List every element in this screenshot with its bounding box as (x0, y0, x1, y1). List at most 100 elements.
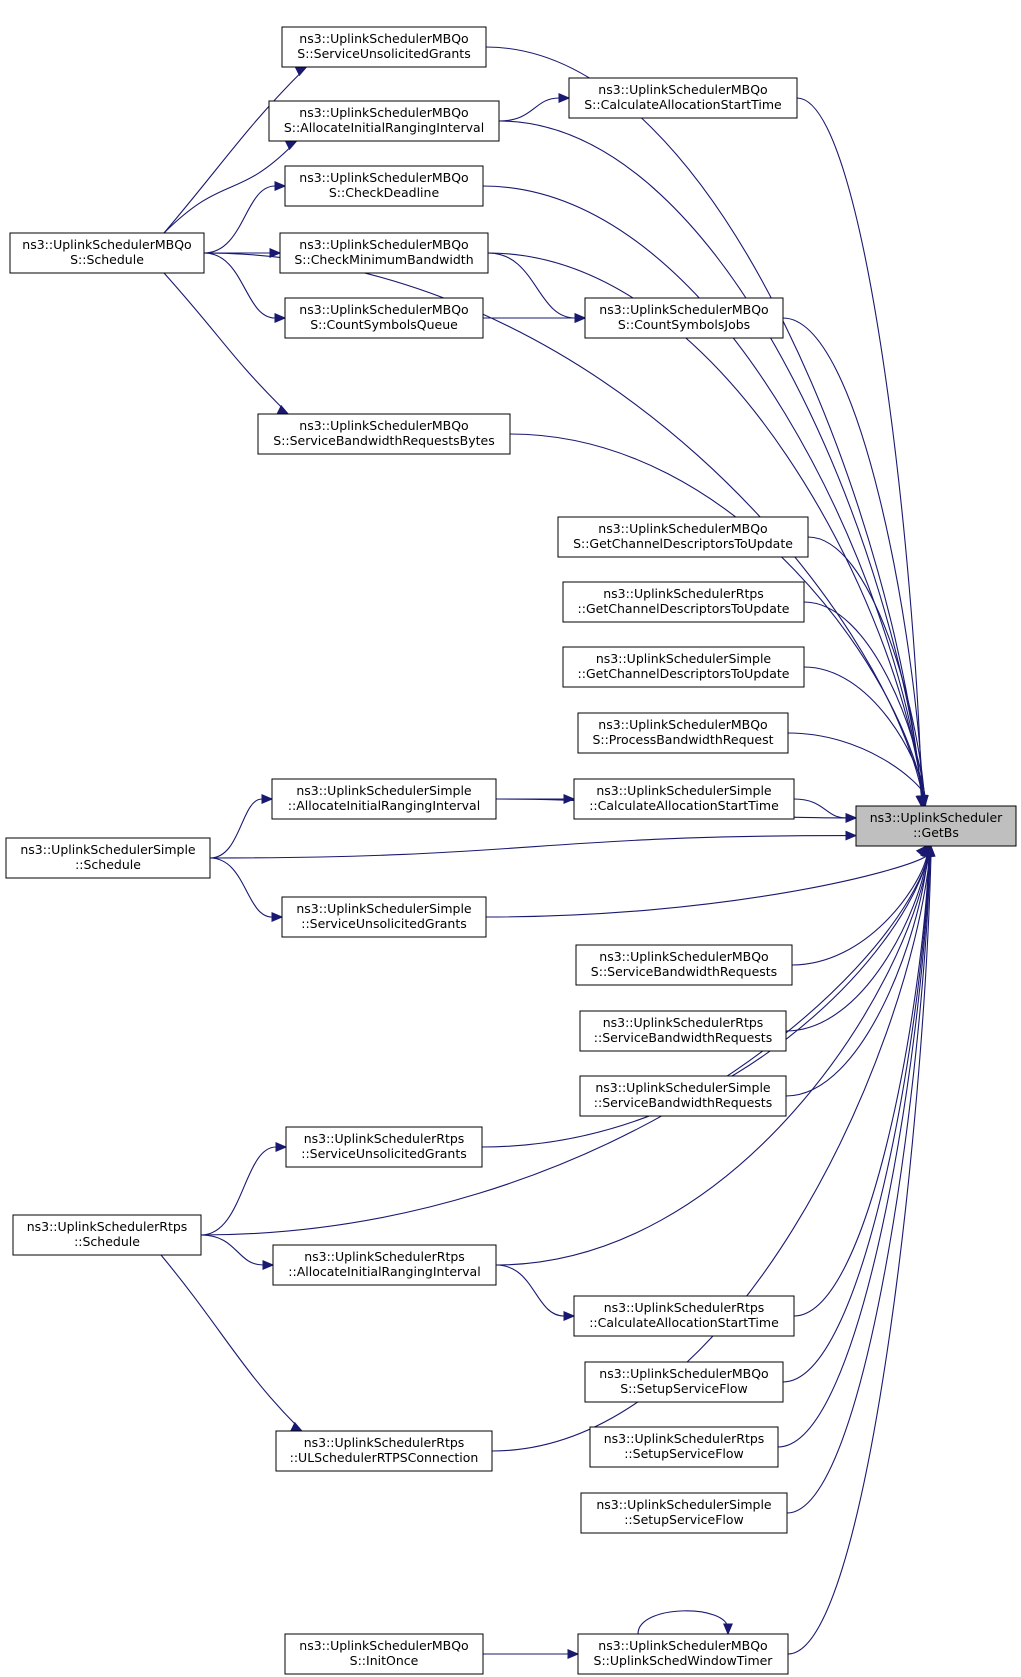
node-simple-service-unsolicited-grants[interactable]: ns3::UplinkSchedulerSimple::ServiceUnsol… (281, 896, 487, 938)
edge-simple-allocate-initial-ranging-interval-to-simple-calculate-allocation-start-time (495, 794, 576, 804)
node-box (257, 413, 511, 455)
node-label-line: ns3::UplinkSchedulerMBQo (22, 237, 191, 252)
node-label-line: S::ProcessBandwidthRequest (592, 732, 773, 747)
node-box (285, 1126, 483, 1168)
edge-simple-service-bandwidth-requests-to-get-bs (785, 844, 932, 1097)
node-label-line: ns3::UplinkSchedulerRtps (304, 1435, 465, 1450)
node-mbqos-service-bandwidth-requests-bytes[interactable]: ns3::UplinkSchedulerMBQoS::ServiceBandwi… (257, 413, 511, 455)
node-label-line: ns3::UplinkSchedulerMBQo (599, 302, 768, 317)
node-box (562, 581, 805, 623)
node-label-line: ns3::UplinkSchedulerSimple (596, 783, 772, 798)
node-box (275, 1430, 493, 1472)
node-label-line: ns3::UplinkSchedulerRtps (603, 1015, 764, 1030)
node-mbqos-setup-service-flow[interactable]: ns3::UplinkSchedulerMBQoS::SetupServiceF… (584, 1361, 784, 1403)
node-label-line: ::CalculateAllocationStartTime (589, 798, 779, 813)
node-label-line: ns3::UplinkSchedulerSimple (596, 651, 772, 666)
node-box (281, 896, 487, 938)
edge-mbqos-init-once-to-mbqos-uplink-sched-window-timer (483, 1649, 580, 1659)
node-rtps-setup-service-flow[interactable]: ns3::UplinkSchedulerRtps::SetupServiceFl… (589, 1426, 779, 1468)
node-label-line: ::AllocateInitialRangingInterval (288, 1264, 480, 1279)
node-label-line: S::SetupServiceFlow (620, 1381, 747, 1396)
edge-mbqos-calculate-allocation-start-time-to-get-bs (796, 97, 927, 808)
node-box (284, 1633, 484, 1675)
node-rtps-calculate-allocation-start-time[interactable]: ns3::UplinkSchedulerRtps::CalculateAlloc… (573, 1295, 795, 1337)
node-label-line: ::ServiceBandwidthRequests (594, 1030, 772, 1045)
edge-mbqos-schedule-to-mbqos-check-minimum-bandwidth (204, 248, 282, 258)
graph-nodes: ns3::UplinkScheduler::GetBsns3::UplinkSc… (5, 26, 1017, 1675)
node-label-line: S::GetChannelDescriptorsToUpdate (573, 536, 793, 551)
node-mbqos-count-symbols-queue[interactable]: ns3::UplinkSchedulerMBQoS::CountSymbolsQ… (284, 297, 484, 339)
node-box (577, 1633, 789, 1675)
node-rtps-schedule[interactable]: ns3::UplinkSchedulerRtps::Schedule (12, 1214, 202, 1256)
node-box (855, 805, 1017, 847)
node-label-line: ns3::UplinkSchedulerMBQo (598, 717, 767, 732)
node-label-line: ns3::UplinkSchedulerMBQo (598, 82, 767, 97)
node-label-line: ::Schedule (75, 857, 141, 872)
node-label-line: ns3::UplinkSchedulerSimple (296, 783, 472, 798)
node-box (284, 165, 484, 207)
node-box (271, 778, 497, 820)
node-box (580, 1492, 788, 1534)
edge-mbqos-allocate-initial-ranging-interval-to-mbqos-calculate-allocation-start-time (498, 93, 571, 122)
node-label-line: S::CheckDeadline (329, 185, 440, 200)
edge-simple-schedule-to-simple-allocate-initial-ranging-interval (209, 794, 274, 859)
node-label-line: S::UplinkSchedWindowTimer (594, 1653, 774, 1668)
node-label-line: ::ServiceUnsolicitedGrants (301, 1146, 467, 1161)
node-label-line: S::CountSymbolsJobs (618, 317, 750, 332)
edge-mbqos-schedule-to-mbqos-check-deadline (203, 181, 287, 254)
node-mbqos-uplink-sched-window-timer[interactable]: ns3::UplinkSchedulerMBQoS::UplinkSchedWi… (577, 1633, 789, 1675)
node-box (568, 77, 798, 119)
node-mbqos-calculate-allocation-start-time[interactable]: ns3::UplinkSchedulerMBQoS::CalculateAllo… (568, 77, 798, 119)
node-rtps-allocate-initial-ranging-interval[interactable]: ns3::UplinkSchedulerRtps::AllocateInitia… (272, 1244, 497, 1286)
node-label-line: ns3::UplinkSchedulerSimple (596, 1497, 772, 1512)
node-label-line: S::ServiceBandwidthRequests (591, 964, 777, 979)
node-box (579, 1010, 787, 1052)
node-label-line: ns3::UplinkSchedulerMBQo (299, 105, 468, 120)
node-mbqos-process-bandwidth-request[interactable]: ns3::UplinkSchedulerMBQoS::ProcessBandwi… (577, 712, 789, 754)
node-mbqos-service-unsolicited-grants[interactable]: ns3::UplinkSchedulerMBQoS::ServiceUnsoli… (281, 26, 487, 68)
node-label-line: ::Schedule (74, 1234, 140, 1249)
edge-mbqos-get-channel-descriptors-to-update-to-get-bs (807, 536, 929, 808)
node-label-line: S::Schedule (70, 252, 144, 267)
node-simple-get-channel-descriptors-to-update[interactable]: ns3::UplinkSchedulerSimple::GetChannelDe… (562, 646, 805, 688)
node-simple-allocate-initial-ranging-interval[interactable]: ns3::UplinkSchedulerSimple::AllocateInit… (271, 778, 497, 820)
node-label-line: ::GetChannelDescriptorsToUpdate (578, 601, 790, 616)
node-mbqos-allocate-initial-ranging-interval[interactable]: ns3::UplinkSchedulerMBQoS::AllocateIniti… (268, 100, 500, 142)
node-label-line: ns3::UplinkSchedulerRtps (304, 1131, 465, 1146)
node-label-line: ns3::UplinkSchedulerSimple (595, 1080, 771, 1095)
node-label-line: S::CalculateAllocationStartTime (584, 97, 782, 112)
node-label-line: S::CheckMinimumBandwidth (294, 252, 473, 267)
node-mbqos-count-symbols-jobs[interactable]: ns3::UplinkSchedulerMBQoS::CountSymbolsJ… (584, 297, 784, 339)
edge-rtps-ul-scheduler-rtps-connection-to-get-bs (491, 844, 934, 1452)
node-get-bs[interactable]: ns3::UplinkScheduler::GetBs (855, 805, 1017, 847)
edge-mbqos-schedule-to-mbqos-service-unsolicited-grants (163, 66, 308, 234)
node-label-line: ns3::UplinkSchedulerSimple (20, 842, 196, 857)
node-label-line: ns3::UplinkSchedulerRtps (604, 1431, 765, 1446)
node-box (557, 516, 809, 558)
node-mbqos-get-channel-descriptors-to-update[interactable]: ns3::UplinkSchedulerMBQoS::GetChannelDes… (557, 516, 809, 558)
node-label-line: ns3::UplinkSchedulerMBQo (599, 1366, 768, 1381)
node-simple-service-bandwidth-requests[interactable]: ns3::UplinkSchedulerSimple::ServiceBandw… (579, 1075, 787, 1117)
node-label-line: ns3::UplinkSchedulerMBQo (599, 949, 768, 964)
node-label-line: ns3::UplinkSchedulerRtps (603, 586, 764, 601)
node-label-line: ns3::UplinkSchedulerRtps (304, 1249, 465, 1264)
node-label-line: ::CalculateAllocationStartTime (589, 1315, 779, 1330)
node-simple-setup-service-flow[interactable]: ns3::UplinkSchedulerSimple::SetupService… (580, 1492, 788, 1534)
node-rtps-ul-scheduler-rtps-connection[interactable]: ns3::UplinkSchedulerRtps::ULSchedulerRTP… (275, 1430, 493, 1472)
node-label-line: S::InitOnce (350, 1653, 419, 1668)
graph-edges (160, 46, 936, 1659)
node-label-line: ns3::UplinkSchedulerRtps (27, 1219, 188, 1234)
node-simple-schedule[interactable]: ns3::UplinkSchedulerSimple::Schedule (5, 837, 211, 879)
node-rtps-service-unsolicited-grants[interactable]: ns3::UplinkSchedulerRtps::ServiceUnsolic… (285, 1126, 483, 1168)
node-mbqos-service-bandwidth-requests[interactable]: ns3::UplinkSchedulerMBQoS::ServiceBandwi… (575, 944, 793, 986)
edge-mbqos-schedule-to-mbqos-count-symbols-queue (203, 252, 287, 323)
node-rtps-get-channel-descriptors-to-update[interactable]: ns3::UplinkSchedulerRtps::GetChannelDesc… (562, 581, 805, 623)
node-mbqos-check-minimum-bandwidth[interactable]: ns3::UplinkSchedulerMBQoS::CheckMinimumB… (279, 232, 489, 274)
node-rtps-service-bandwidth-requests[interactable]: ns3::UplinkSchedulerRtps::ServiceBandwid… (579, 1010, 787, 1052)
node-label-line: ns3::UplinkScheduler (870, 810, 1003, 825)
node-simple-calculate-allocation-start-time[interactable]: ns3::UplinkSchedulerSimple::CalculateAll… (573, 778, 795, 820)
edge-simple-setup-service-flow-to-get-bs (786, 844, 935, 1514)
